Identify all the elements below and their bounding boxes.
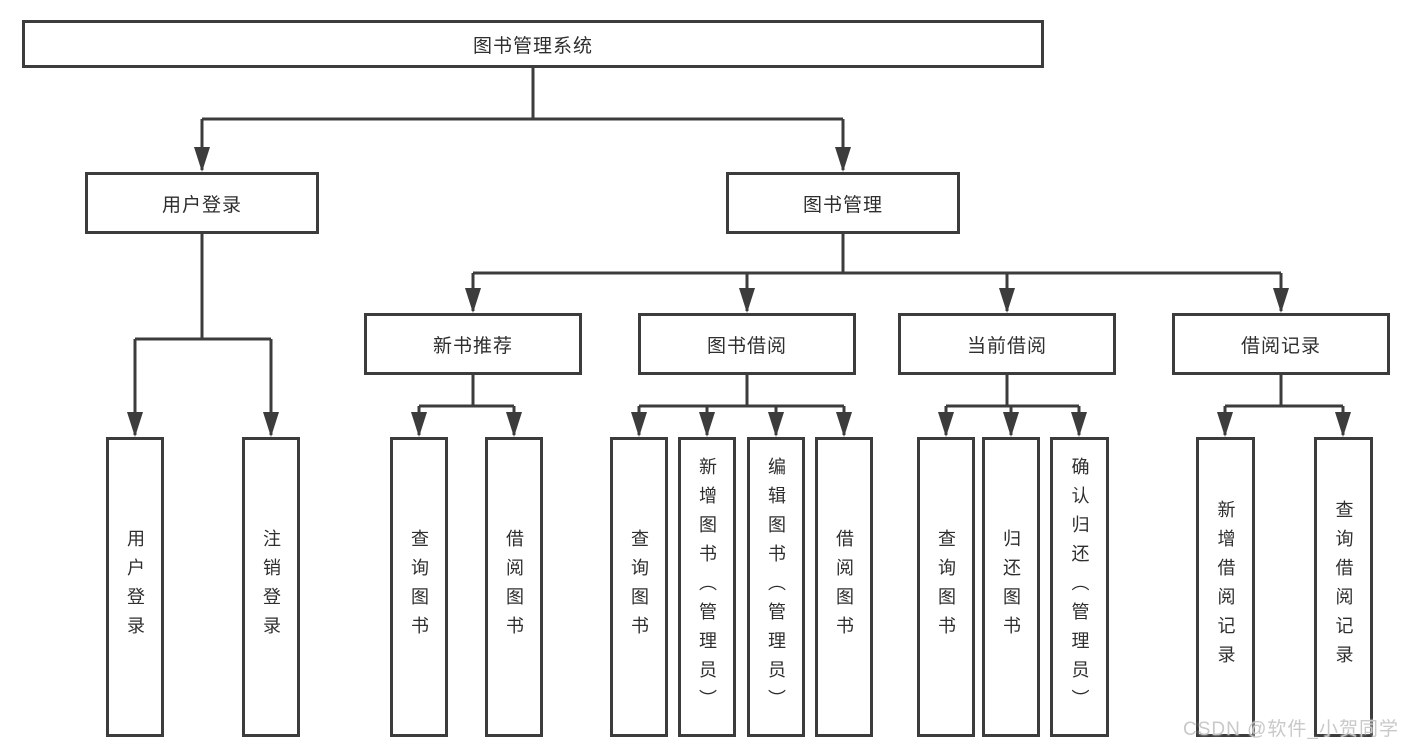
node-confirm-return-admin: 确认归还（管理员） xyxy=(1050,437,1109,737)
node-user-login: 用户登录 xyxy=(85,172,319,234)
node-user-login-func: 用户登录 xyxy=(106,437,164,737)
node-book-management: 图书管理 xyxy=(726,172,960,234)
node-query-borrow-record: 查询借阅记录 xyxy=(1314,437,1373,737)
node-return-books: 归还图书 xyxy=(982,437,1040,737)
node-edit-books-admin: 编辑图书（管理员） xyxy=(747,437,805,737)
node-add-books-admin: 新增图书（管理员） xyxy=(678,437,736,737)
node-logout-func: 注销登录 xyxy=(242,437,300,737)
node-query-books-borrowing: 查询图书 xyxy=(610,437,668,737)
node-borrow-books-recommend: 借阅图书 xyxy=(485,437,543,737)
node-new-book-recommendation: 新书推荐 xyxy=(364,313,582,375)
csdn-watermark: CSDN @软件_小贺同学 xyxy=(1183,719,1399,740)
node-borrowing-records: 借阅记录 xyxy=(1172,313,1390,375)
node-query-books-recommend: 查询图书 xyxy=(390,437,448,737)
node-borrow-books-borrowing: 借阅图书 xyxy=(815,437,873,737)
arrowheads xyxy=(127,147,1351,437)
node-query-books-current: 查询图书 xyxy=(917,437,975,737)
node-add-borrow-record: 新增借阅记录 xyxy=(1196,437,1255,737)
node-system-root: 图书管理系统 xyxy=(22,20,1044,68)
node-book-borrowing: 图书借阅 xyxy=(638,313,856,375)
node-current-borrowing: 当前借阅 xyxy=(898,313,1116,375)
